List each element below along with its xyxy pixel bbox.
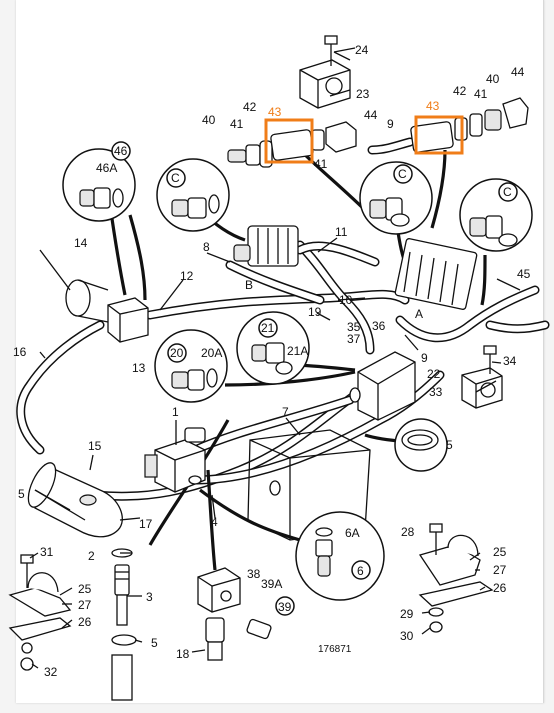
- valve-block-b: [233, 225, 299, 267]
- detail-circle-46: [62, 148, 136, 222]
- label-32: 32: [44, 665, 58, 679]
- label-10: 10: [339, 293, 353, 307]
- label-40-right: 40: [486, 72, 500, 86]
- label-27-left: 27: [78, 598, 92, 612]
- detail-circle-hose-clamp: [394, 418, 448, 472]
- label-c-left: C: [171, 171, 180, 185]
- label-b: B: [245, 278, 253, 292]
- label-41-mid: 41: [314, 157, 328, 171]
- label-17: 17: [139, 517, 153, 531]
- label-21a: 21A: [287, 344, 308, 358]
- label-13: 13: [132, 361, 146, 375]
- label-42-right: 42: [453, 84, 467, 98]
- bracket-33: [461, 345, 503, 409]
- callout-rings: [111, 141, 518, 616]
- label-leaders: [29, 47, 521, 669]
- label-14: 14: [74, 236, 88, 250]
- label-24: 24: [355, 43, 369, 57]
- label-22: 22: [427, 367, 441, 381]
- label-41-right: 41: [474, 87, 488, 101]
- label-6a: 6A: [345, 526, 360, 540]
- label-20: 20: [170, 346, 184, 360]
- label-5-accumulator: 5: [18, 487, 25, 501]
- bracket-23: [299, 35, 351, 109]
- clamp-assembly-left: [8, 554, 72, 671]
- label-31: 31: [40, 545, 54, 559]
- part-labels: 1 2 3 4 5 5 5 6 6A 7 8 9 9 10 11 12 13 1…: [13, 43, 531, 679]
- detail-circle-20: [154, 329, 228, 403]
- label-8: 8: [203, 240, 210, 254]
- label-15: 15: [88, 439, 102, 453]
- label-1: 1: [172, 405, 179, 419]
- label-2: 2: [88, 549, 95, 563]
- label-42-left: 42: [243, 100, 257, 114]
- label-a: A: [415, 307, 423, 321]
- detail-circle-c-right: [459, 178, 533, 252]
- label-9-mid: 9: [421, 351, 428, 365]
- highlight-box-right: [414, 115, 464, 155]
- block-13: [65, 279, 149, 343]
- label-41-left: 41: [230, 117, 244, 131]
- highlight-box-left: [264, 118, 314, 164]
- label-5-clip: 5: [151, 636, 158, 650]
- label-11: 11: [335, 225, 348, 239]
- label-26-right: 26: [493, 581, 507, 595]
- detail-circle-c-left: [156, 158, 230, 232]
- label-36: 36: [372, 319, 386, 333]
- label-34: 34: [503, 354, 517, 368]
- label-30: 30: [400, 629, 414, 643]
- label-9-top: 9: [387, 117, 394, 131]
- label-c-mid: C: [398, 167, 407, 181]
- label-39a: 39A: [261, 577, 282, 591]
- accumulator-15: [27, 462, 123, 538]
- label-28: 28: [401, 525, 415, 539]
- label-5-hose-clamp: 5: [446, 438, 453, 452]
- label-25-right: 25: [493, 545, 507, 559]
- elbow-block-38: [197, 567, 272, 661]
- label-25-left: 25: [78, 582, 92, 596]
- label-33: 33: [429, 385, 443, 399]
- label-20a: 20A: [201, 346, 222, 360]
- label-46: 46: [114, 144, 128, 158]
- label-6: 6: [357, 564, 364, 578]
- fitting-2-3-5: [111, 548, 137, 701]
- label-45: 45: [517, 267, 531, 281]
- label-c-right: C: [503, 185, 512, 199]
- solenoid-valve-1: [144, 427, 206, 493]
- label-43-right: 43: [426, 99, 440, 113]
- label-19: 19: [308, 305, 322, 319]
- label-27-right: 27: [493, 563, 507, 577]
- label-44-left: 44: [364, 108, 378, 122]
- label-37: 37: [347, 332, 361, 346]
- label-40-left: 40: [202, 113, 216, 127]
- label-18: 18: [176, 647, 190, 661]
- label-29: 29: [400, 607, 414, 621]
- label-43-left: 43: [268, 105, 282, 119]
- label-44-right: 44: [511, 65, 525, 79]
- label-39: 39: [278, 600, 292, 614]
- fitting-chain-right: [367, 97, 529, 155]
- label-38: 38: [247, 567, 261, 581]
- detail-circle-21: [236, 311, 310, 385]
- clamp-assembly-right: [418, 523, 494, 633]
- drawing-ref-number: 176871: [318, 644, 352, 655]
- label-21: 21: [261, 321, 275, 335]
- label-26-left: 26: [78, 615, 92, 629]
- label-4: 4: [211, 515, 218, 529]
- label-3: 3: [146, 590, 153, 604]
- label-7: 7: [282, 405, 289, 419]
- fitting-chain-left: [227, 121, 357, 168]
- label-12: 12: [180, 269, 194, 283]
- detail-circle-6: [295, 511, 385, 601]
- label-16: 16: [13, 345, 27, 359]
- valve-bank-a: [394, 238, 478, 310]
- label-35: 35: [347, 320, 361, 334]
- block-22: [349, 351, 416, 421]
- label-46a: 46A: [96, 161, 117, 175]
- label-23: 23: [356, 87, 370, 101]
- detail-circle-c-mid: [359, 161, 433, 235]
